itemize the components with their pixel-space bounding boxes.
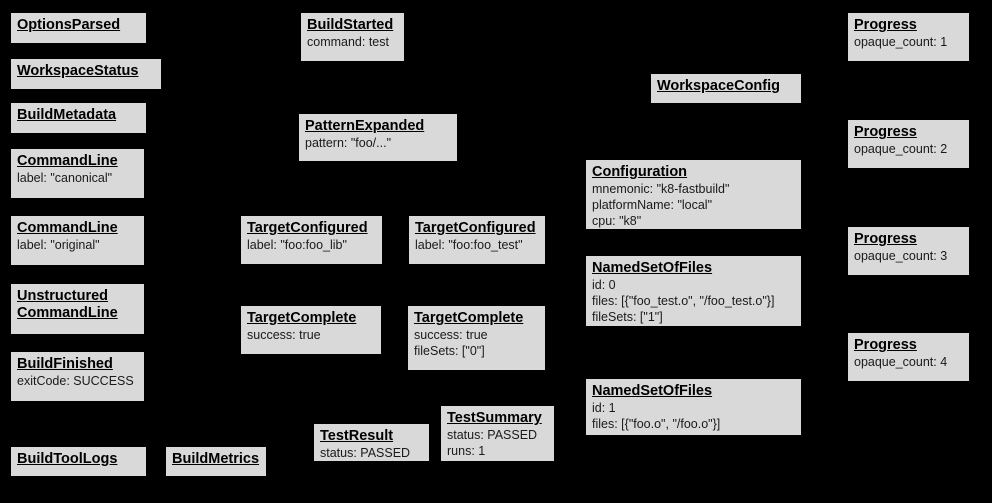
graph-node-field: id: 1 xyxy=(592,401,616,415)
graph-node-build-tool-logs[interactable]: BuildToolLogs xyxy=(10,446,147,477)
graph-node-target-complete-test[interactable]: TargetComplete success: true fileSets: ["0… xyxy=(407,305,546,371)
graph-node-command-line-original[interactable]: CommandLine label: "original" xyxy=(10,215,145,266)
graph-node-title: Configuration xyxy=(592,164,688,180)
graph-node-field: files: [{"foo.o", "/foo.o"}] xyxy=(592,417,721,431)
graph-node-field: label: "canonical" xyxy=(17,171,113,185)
graph-node-build-started[interactable]: BuildStarted command: test xyxy=(300,12,405,62)
graph-node-title: CommandLine xyxy=(17,220,118,236)
graph-node-field: success: true xyxy=(247,328,321,342)
graph-node-workspace-status[interactable]: WorkspaceStatus xyxy=(10,58,162,90)
graph-node-field: cpu: "k8" xyxy=(592,214,642,228)
graph-node-configuration[interactable]: Configuration mnemonic: "k8-fastbuild" pla… xyxy=(585,159,802,230)
graph-node-field: label: "foo:foo_test" xyxy=(415,238,523,252)
graph-node-field: pattern: "foo/..." xyxy=(305,136,392,150)
graph-node-progress-4[interactable]: Progress opaque_count: 4 xyxy=(847,332,970,382)
graph-node-target-configured-foo-lib[interactable]: TargetConfigured label: "foo:foo_lib" xyxy=(240,215,383,265)
graph-node-title: Progress xyxy=(854,124,917,140)
graph-node-field: command: test xyxy=(307,35,389,49)
graph-node-workspace-config[interactable]: WorkspaceConfig xyxy=(650,73,802,104)
graph-node-title: OptionsParsed xyxy=(17,17,121,33)
graph-node-field: exitCode: SUCCESS xyxy=(17,374,134,388)
graph-node-build-finished[interactable]: BuildFinished exitCode: SUCCESS xyxy=(10,351,145,402)
graph-node-field: opaque_count: 3 xyxy=(854,249,948,263)
graph-node-title: CommandLine xyxy=(17,153,118,169)
graph-node-title: TestSummary xyxy=(447,410,542,426)
graph-node-unstructured-command-line[interactable]: Unstructured CommandLine xyxy=(10,283,145,335)
graph-node-named-set-of-files-1[interactable]: NamedSetOfFiles id: 1 files: [{"foo.o", "/… xyxy=(585,378,802,436)
graph-node-field: status: PASSED xyxy=(447,428,538,442)
graph-node-field: opaque_count: 2 xyxy=(854,142,948,156)
graph-node-title: Progress xyxy=(854,337,917,353)
graph-node-title: TestResult xyxy=(320,428,394,444)
graph-node-title: BuildMetrics xyxy=(172,451,260,467)
graph-node-title: BuildFinished xyxy=(17,356,113,372)
graph-node-title: WorkspaceStatus xyxy=(17,63,139,79)
graph-node-title: TargetComplete xyxy=(247,310,357,326)
graph-node-command-line-canonical[interactable]: CommandLine label: "canonical" xyxy=(10,148,145,199)
graph-node-title: PatternExpanded xyxy=(305,118,425,134)
graph-node-title: Unstructured CommandLine xyxy=(17,288,118,321)
graph-node-field: opaque_count: 4 xyxy=(854,355,948,369)
graph-node-field: label: "foo:foo_lib" xyxy=(247,238,347,252)
graph-node-field: platformName: "local" xyxy=(592,198,713,212)
graph-node-title: BuildToolLogs xyxy=(17,451,118,467)
graph-node-title: Progress xyxy=(854,231,917,247)
graph-node-field: mnemonic: "k8-fastbuild" xyxy=(592,182,730,196)
graph-node-options-parsed[interactable]: OptionsParsed xyxy=(10,12,147,44)
graph-node-field: fileSets: ["1"] xyxy=(592,310,663,324)
graph-node-field: status: PASSED xyxy=(320,446,411,460)
graph-node-build-metrics[interactable]: BuildMetrics xyxy=(165,446,267,477)
graph-node-target-complete-lib[interactable]: TargetComplete success: true xyxy=(240,305,382,355)
graph-node-field: id: 0 xyxy=(592,278,616,292)
graph-node-title: Progress xyxy=(854,17,917,33)
graph-node-pattern-expanded[interactable]: PatternExpanded pattern: "foo/..." xyxy=(298,113,458,162)
graph-node-progress-3[interactable]: Progress opaque_count: 3 xyxy=(847,226,970,276)
graph-node-title: TargetConfigured xyxy=(247,220,368,236)
graph-node-field: fileSets: ["0"] xyxy=(414,344,485,358)
graph-node-field: opaque_count: 1 xyxy=(854,35,948,49)
graph-node-title: BuildMetadata xyxy=(17,107,117,123)
graph-node-title: NamedSetOfFiles xyxy=(592,383,713,399)
graph-node-title: TargetComplete xyxy=(414,310,524,326)
graph-node-progress-2[interactable]: Progress opaque_count: 2 xyxy=(847,119,970,169)
graph-node-named-set-of-files-0[interactable]: NamedSetOfFiles id: 0 files: [{"foo_test.o… xyxy=(585,255,802,327)
graph-node-test-summary[interactable]: TestSummary status: PASSED runs: 1 xyxy=(440,405,555,462)
graph-node-field: success: true xyxy=(414,328,488,342)
graph-node-target-configured-foo-test[interactable]: TargetConfigured label: "foo:foo_test" xyxy=(408,215,546,265)
graph-node-field: label: "original" xyxy=(17,238,100,252)
graph-node-title: BuildStarted xyxy=(307,17,394,33)
graph-node-field: files: [{"foo_test.o", "/foo_test.o"}] xyxy=(592,294,775,308)
graph-node-build-metadata[interactable]: BuildMetadata xyxy=(10,102,147,134)
graph-node-title: WorkspaceConfig xyxy=(657,78,781,94)
graph-node-title: NamedSetOfFiles xyxy=(592,260,713,276)
graph-node-test-result[interactable]: TestResult status: PASSED xyxy=(313,423,430,462)
graph-node-title: TargetConfigured xyxy=(415,220,536,236)
graph-node-progress-1[interactable]: Progress opaque_count: 1 xyxy=(847,12,970,62)
graph-node-field: runs: 1 xyxy=(447,444,486,458)
